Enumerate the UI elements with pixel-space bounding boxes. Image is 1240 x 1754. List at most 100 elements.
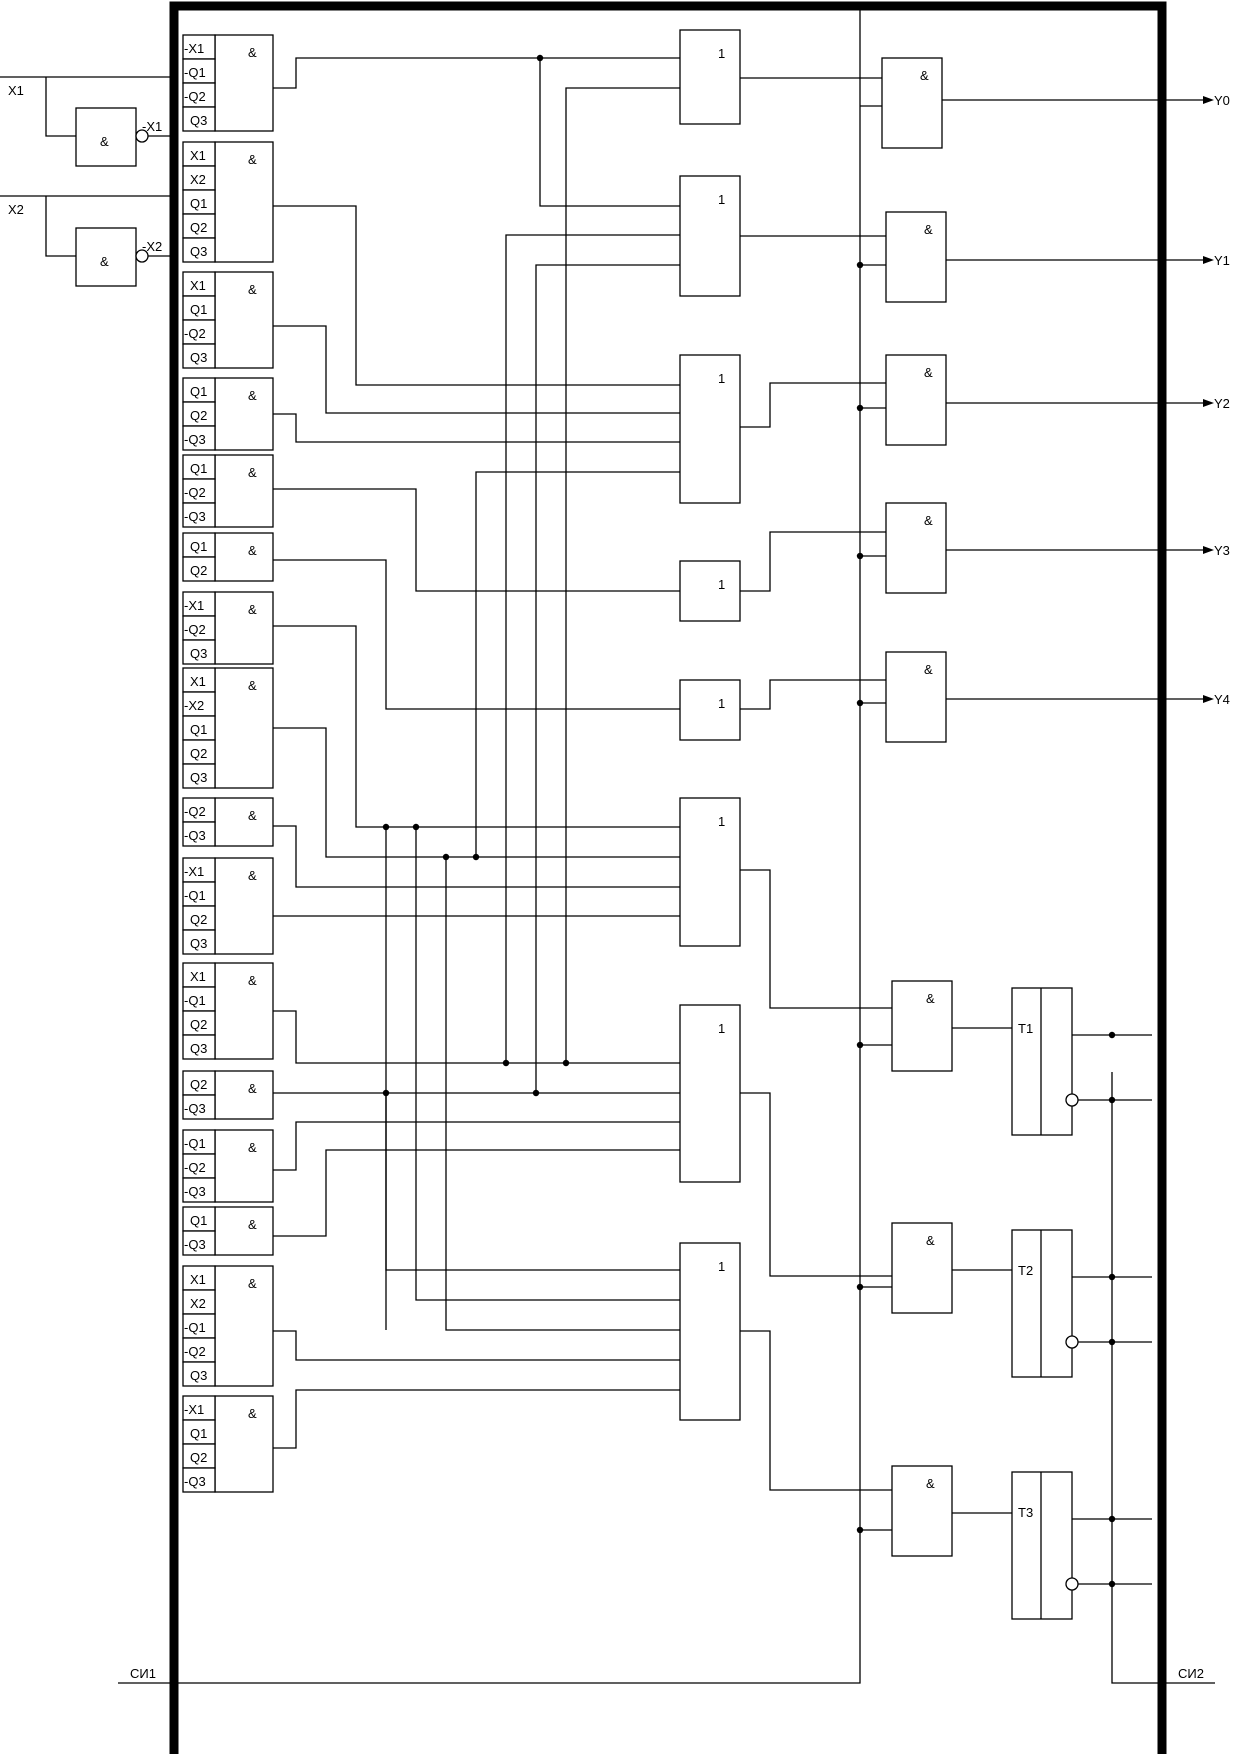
or-gate-8: 1 bbox=[679, 1242, 741, 1421]
input-cell bbox=[182, 401, 216, 427]
routing-wire bbox=[565, 87, 680, 1063]
input-cell bbox=[182, 881, 216, 907]
input-label: -Q3 bbox=[184, 828, 206, 843]
input-cell bbox=[182, 1443, 216, 1469]
input-stage-2: X2&-X2 bbox=[0, 195, 174, 287]
and-gate-symbol: & bbox=[920, 68, 929, 83]
routing-wire bbox=[273, 57, 680, 89]
input-label: X1 bbox=[190, 278, 206, 293]
input-cell bbox=[182, 82, 216, 108]
arrow-head bbox=[1203, 256, 1214, 264]
static-wiring: СИ1 СИ2 bbox=[118, 1, 1215, 1754]
and-gate-body bbox=[214, 591, 274, 665]
input-cell bbox=[182, 1289, 216, 1315]
input-label: Q2 bbox=[190, 746, 207, 761]
routing-wire bbox=[273, 325, 680, 414]
input-label: -X1 bbox=[184, 1402, 204, 1417]
or-gate-body bbox=[679, 679, 741, 741]
output-and-gate-5: &Y4 bbox=[885, 651, 1230, 743]
input-cell bbox=[182, 237, 216, 263]
and-gate-symbol: & bbox=[926, 1233, 935, 1248]
and-gate-body bbox=[885, 502, 947, 594]
input-cell bbox=[182, 615, 216, 641]
input-cell bbox=[182, 1361, 216, 1387]
inverted-input-label: -X1 bbox=[142, 119, 162, 134]
or-gate-5: 1 bbox=[679, 679, 741, 741]
and-gate-body bbox=[214, 1206, 274, 1256]
junction-dot bbox=[1108, 1338, 1116, 1346]
sync-label-right: СИ2 bbox=[1178, 1666, 1204, 1681]
output-label-y1: Y1 bbox=[1214, 253, 1230, 268]
or-gate-7: 1 bbox=[679, 1004, 741, 1183]
trigger-label-t2: T2 bbox=[1018, 1263, 1033, 1278]
input-label: Q3 bbox=[190, 113, 207, 128]
routing-wire bbox=[273, 488, 680, 592]
junction-dot bbox=[1108, 1096, 1116, 1104]
routing-wire bbox=[535, 264, 680, 1093]
input-cell bbox=[182, 502, 216, 528]
wire bbox=[45, 196, 76, 257]
and-gate-body bbox=[891, 980, 953, 1072]
output-label-y3: Y3 bbox=[1214, 543, 1230, 558]
or-gate-symbol: 1 bbox=[718, 46, 725, 61]
arrow-head bbox=[1203, 399, 1214, 407]
and-gate-symbol: & bbox=[248, 1081, 257, 1096]
inversion-circle bbox=[1065, 1577, 1079, 1591]
junction-dot bbox=[472, 853, 480, 861]
input-cell bbox=[182, 425, 216, 451]
junction-dot bbox=[856, 1041, 864, 1049]
inversion-circle bbox=[1065, 1093, 1079, 1107]
input-label: Q3 bbox=[190, 936, 207, 951]
and-gate-14: &Q1-Q3 bbox=[182, 1206, 274, 1256]
and-gate-12: &Q2-Q3 bbox=[182, 1070, 274, 1120]
input-cell bbox=[182, 962, 216, 988]
input-label: -Q2 bbox=[184, 1160, 206, 1175]
input-label: -Q1 bbox=[184, 1136, 206, 1151]
or-gate-symbol: 1 bbox=[718, 192, 725, 207]
and-gate-symbol: & bbox=[248, 388, 257, 403]
and-gate-body bbox=[214, 667, 274, 789]
input-label: -X1 bbox=[184, 41, 204, 56]
routing-wire bbox=[273, 413, 680, 443]
and-gate-symbol: & bbox=[248, 282, 257, 297]
input-cell bbox=[182, 1265, 216, 1291]
junction-dot bbox=[536, 54, 544, 62]
trigger-label-t1: T1 bbox=[1018, 1021, 1033, 1036]
or-gate-body bbox=[679, 560, 741, 622]
junction-dot bbox=[1108, 1273, 1116, 1281]
routing-wire bbox=[740, 679, 886, 710]
and-gate-symbol: & bbox=[924, 662, 933, 677]
or-gate-body bbox=[679, 1242, 741, 1421]
trigger-stage-3: &T3 bbox=[856, 1465, 1152, 1620]
routing-wire bbox=[273, 625, 680, 828]
input-label: Q3 bbox=[190, 1368, 207, 1383]
and-gate-13: &-Q1-Q2-Q3 bbox=[182, 1129, 274, 1203]
input-label: Q2 bbox=[190, 1077, 207, 1092]
output-label-y2: Y2 bbox=[1214, 396, 1230, 411]
and-gate-body bbox=[881, 57, 943, 149]
input-cell bbox=[182, 454, 216, 480]
input-cell bbox=[182, 1230, 216, 1256]
routing-wire bbox=[445, 857, 680, 1331]
input-label: Q1 bbox=[190, 1426, 207, 1441]
input-label: -Q1 bbox=[184, 1320, 206, 1335]
junction-dot bbox=[856, 1283, 864, 1291]
or-gate-symbol: 1 bbox=[718, 577, 725, 592]
trigger-label-t3: T3 bbox=[1018, 1505, 1033, 1520]
sync-label-left: СИ1 bbox=[130, 1666, 156, 1681]
trigger-body bbox=[1011, 1471, 1073, 1620]
and-gate-body bbox=[885, 651, 947, 743]
input-label: -Q2 bbox=[184, 804, 206, 819]
and-gate-symbol: & bbox=[248, 152, 257, 167]
or-gate-body bbox=[679, 797, 741, 947]
routing-wire bbox=[740, 1330, 892, 1491]
junction-dot bbox=[382, 1089, 390, 1097]
and-gate-9: &-Q2-Q3 bbox=[182, 797, 274, 847]
input-label: Q1 bbox=[190, 196, 207, 211]
